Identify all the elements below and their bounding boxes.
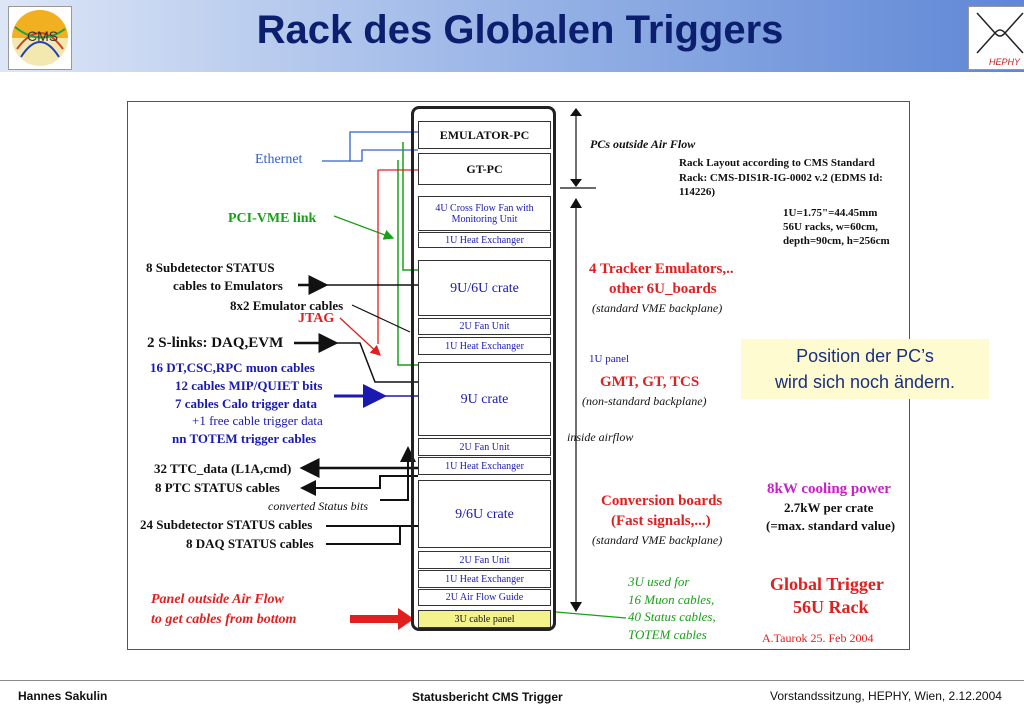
label-std-2: Rack: CMS-DIS1R-IG-0002 v.2 (EDMS Id: — [679, 172, 883, 184]
label-3u-2: 16 Muon cables, — [628, 592, 715, 607]
label-tracker-2: other 6U_boards — [609, 281, 717, 297]
hephy-logo-text: HEPHY — [989, 57, 1021, 67]
dim-arrows-pcs — [570, 108, 582, 187]
label-converted: converted Status bits — [268, 499, 368, 513]
ptc-arrow — [300, 475, 418, 496]
label-status-1: 8 Subdetector STATUS — [146, 260, 275, 275]
label-free: +1 free cable trigger data — [192, 413, 323, 428]
cms-logo-graphic: CMS — [12, 10, 68, 66]
label-muon: 16 DT,CSC,RPC muon cables — [150, 360, 315, 375]
label-56u-rack: 56U Rack — [793, 597, 869, 617]
label-u-2: 56U racks, w=60cm, — [783, 221, 878, 233]
slot-cross-fan: 4U Cross Flow Fan with Monitoring Unit — [418, 196, 551, 231]
slot-heat-exchanger-2: 1U Heat Exchanger — [418, 337, 551, 355]
note-line-1: Position der PC’s — [796, 346, 934, 366]
slot-fan-unit-2: 2U Fan Unit — [418, 438, 551, 456]
label-jtag: JTAG — [298, 311, 335, 326]
note-box: Position der PC’s wird sich noch ändern. — [741, 339, 989, 399]
label-tracker-3: (standard VME backplane) — [592, 301, 723, 315]
label-author: A.Taurok 25. Feb 2004 — [762, 631, 874, 645]
hephy-logo: HEPHY — [968, 6, 1024, 70]
slot-heat-exchanger-1: 1U Heat Exchanger — [418, 232, 551, 248]
label-emu-cables: 8x2 Emulator cables — [230, 298, 344, 313]
label-gmt: GMT, GT, TCS — [600, 374, 700, 390]
label-panel-1: Panel outside Air Flow — [151, 592, 284, 607]
label-u-3: depth=90cm, h=256cm — [783, 235, 890, 247]
footer-right: Vorstandssitzung, HEPHY, Wien, 2.12.2004 — [770, 689, 1002, 703]
daq8-line — [326, 526, 401, 545]
page-title: Rack des Globalen Triggers — [256, 8, 784, 52]
rack-frame — [411, 106, 556, 631]
slot-fan-unit-1: 2U Fan Unit — [418, 318, 551, 335]
ethernet-line-2 — [350, 149, 418, 162]
label-ptc: 8 PTC STATUS cables — [155, 480, 280, 495]
label-slinks: 2 S-links: DAQ,EVM — [147, 335, 284, 351]
cms-logo: CMS — [8, 6, 72, 70]
label-cool-1: 8kW cooling power — [767, 481, 891, 497]
slot-cable-panel: 3U cable panel — [418, 610, 551, 628]
label-sub24: 24 Subdetector STATUS cables — [140, 517, 313, 532]
slot-heat-exchanger-4: 1U Heat Exchanger — [418, 570, 551, 588]
label-pcs-outside: PCs outside Air Flow — [590, 137, 696, 151]
label-calo: 7 cables Calo trigger data — [175, 396, 318, 411]
hephy-logo-graphic: HEPHY — [976, 12, 1024, 67]
slink-line — [336, 342, 418, 383]
slot-air-flow-guide: 2U Air Flow Guide — [418, 589, 551, 606]
slot-crate-9u: 9U crate — [418, 362, 551, 436]
slot-emulator-pc: EMULATOR-PC — [418, 121, 551, 149]
label-totem: nn TOTEM trigger cables — [172, 431, 317, 446]
label-gmt-backplane: (non-standard backplane) — [582, 394, 707, 408]
label-1u-panel: 1U panel — [589, 353, 630, 365]
pci-vme-arrow — [333, 215, 395, 240]
note-line-2: wird sich noch ändern. — [774, 372, 956, 392]
label-conv-1: Conversion boards — [601, 493, 723, 509]
label-ttc: 32 TTC_data (L1A,cmd) — [154, 461, 292, 476]
label-pci-vme: PCI-VME link — [228, 211, 317, 226]
converted-arrow — [380, 446, 416, 501]
header-bar — [0, 0, 1024, 72]
green-3u-line — [555, 611, 627, 619]
jtag-arrow — [339, 317, 381, 356]
footer-left: Hannes Sakulin — [18, 689, 108, 703]
label-conv-3: (standard VME backplane) — [592, 533, 723, 547]
slot-gt-pc: GT-PC — [418, 153, 551, 185]
label-ethernet: Ethernet — [255, 152, 303, 167]
label-inside-airflow: inside airflow — [567, 430, 634, 444]
label-cool-2: 2.7kW per crate — [784, 500, 874, 515]
label-mip: 12 cables MIP/QUIET bits — [175, 378, 323, 393]
label-conv-2: (Fast signals,...) — [611, 513, 711, 529]
slot-crate-96u: 9/6U crate — [418, 480, 551, 548]
label-3u-3: 40 Status cables, — [628, 609, 716, 624]
slot-crate-9u6u: 9U/6U crate — [418, 260, 551, 316]
label-std-3: 114226) — [679, 186, 716, 198]
label-3u-4: TOTEM cables — [628, 627, 707, 642]
footer-divider — [0, 680, 1024, 681]
ethernet-line-1 — [322, 131, 418, 162]
label-daq8: 8 DAQ STATUS cables — [186, 536, 314, 551]
emu-cable-line — [351, 304, 411, 333]
label-status-2: cables to Emulators — [173, 278, 283, 293]
slot-fan-unit-3: 2U Fan Unit — [418, 551, 551, 569]
label-3u-1: 3U used for — [628, 574, 690, 589]
label-global-trigger: Global Trigger — [770, 574, 884, 594]
label-std-1: Rack Layout according to CMS Standard — [679, 157, 875, 169]
panel-arrow-head — [398, 608, 414, 630]
label-tracker-1: 4 Tracker Emulators,.. — [589, 261, 734, 277]
label-cool-3: (=max. standard value) — [766, 518, 896, 533]
footer-center: Statusbericht CMS Trigger — [412, 690, 563, 704]
slot-heat-exchanger-3: 1U Heat Exchanger — [418, 457, 551, 475]
label-u-1: 1U=1.75"=44.45mm — [783, 207, 878, 219]
cms-logo-text: CMS — [27, 28, 58, 44]
label-panel-2: to get cables from bottom — [151, 612, 297, 627]
